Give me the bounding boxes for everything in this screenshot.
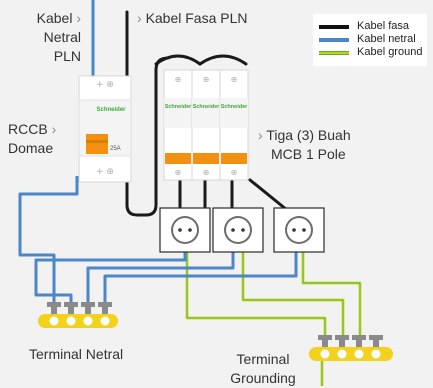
svg-text:⊕: ⊕ — [231, 75, 238, 84]
label-terminal-grounding: Terminal Grounding — [230, 351, 296, 386]
socket-1 — [159, 207, 211, 253]
label-rccb: RCCB › Domae — [8, 121, 57, 156]
label-kabel-fasa-pln: › Kabel Fasa PLN — [137, 10, 248, 26]
svg-text:⊕: ⊕ — [175, 168, 182, 177]
neutral-wires — [18, 0, 298, 302]
label-mcb: › Tiga (3) Buah MCB 1 Pole — [258, 127, 351, 162]
label-terminal-netral: Terminal Netral — [29, 346, 124, 362]
svg-text:+ ⊕: + ⊕ — [96, 80, 114, 90]
socket-2 — [212, 207, 264, 253]
rccb-device: + ⊕ + ⊕ Schneider 25A — [78, 75, 132, 183]
svg-text:⊕: ⊕ — [203, 168, 210, 177]
mcb-1-brand: Schneider — [165, 104, 192, 110]
label-kabel-netral-pln: Kabel › Netral PLN — [36, 10, 81, 64]
terminal-netral-block — [38, 302, 118, 328]
mcb-2-brand: Schneider — [193, 104, 220, 110]
ground-wires — [185, 248, 362, 386]
mcb-3-brand: Schneider — [221, 104, 248, 110]
legend: Kabel fasa Kabel netral Kabel ground — [313, 14, 427, 66]
socket-outlets — [159, 207, 325, 253]
svg-text:⊕: ⊕ — [203, 75, 210, 84]
mcb-devices: Schneider ⊕ ⊕ Schneider ⊕ ⊕ Schneider ⊕ … — [163, 69, 249, 181]
svg-text:⊕: ⊕ — [175, 75, 182, 84]
legend-swatch-ground — [319, 51, 349, 55]
legend-swatch-fasa — [319, 25, 349, 29]
terminal-grounding-block — [309, 335, 393, 361]
svg-text:+ ⊕: + ⊕ — [96, 167, 114, 177]
legend-swatch-netral — [319, 38, 349, 42]
rccb-brand: Schneider — [96, 107, 126, 113]
socket-3 — [273, 207, 325, 253]
svg-text:⊕: ⊕ — [231, 168, 238, 177]
rccb-rating: 25A — [110, 146, 121, 152]
